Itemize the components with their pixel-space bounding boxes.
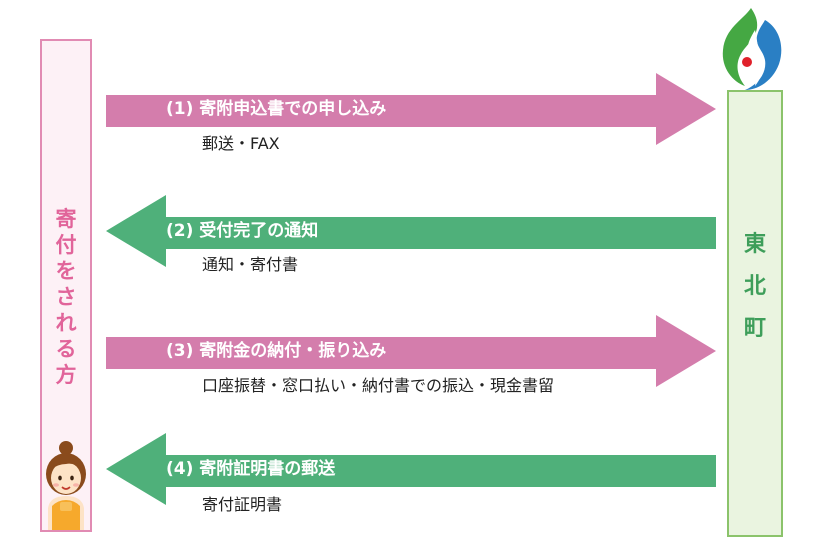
step-4-sub: 寄付証明書 <box>202 495 283 514</box>
donor-label: 寄付をされる方 <box>42 209 90 391</box>
step-4-label: (4) 寄附証明書の郵送 <box>166 459 336 479</box>
arrow-body <box>106 195 716 267</box>
arrow-body <box>106 73 716 145</box>
arrow-body <box>106 433 716 505</box>
town-column: 東北町 <box>727 90 783 537</box>
step-1-label: (1) 寄附申込書での申し込み <box>166 99 387 119</box>
town-label-char: 東 <box>743 232 766 257</box>
step-3-sub: 口座振替・窓口払い・納付書での振込・現金書留 <box>202 376 555 395</box>
step-1-sub: 郵送・FAX <box>202 134 280 153</box>
donor-label-char: を <box>55 259 77 283</box>
donor-label-char: 付 <box>55 233 77 257</box>
step-3-label: (3) 寄附金の納付・振り込み <box>166 341 387 361</box>
step-2-sub: 通知・寄付書 <box>202 255 299 274</box>
step-3-arrow: (3) 寄附金の納付・振り込み <box>106 315 716 387</box>
step-2-label: (2) 受付完了の通知 <box>166 221 319 241</box>
step-4-arrow: (4) 寄附証明書の郵送 <box>106 433 716 505</box>
donor-label-char: る <box>55 337 77 361</box>
arrow-left-shape <box>106 433 716 505</box>
woman-avatar-icon <box>46 441 86 530</box>
town-label-char: 北 <box>743 274 766 299</box>
town-label: 東北町 <box>729 234 781 360</box>
town-emblem-icon <box>722 8 782 90</box>
arrow-right-shape <box>106 315 716 387</box>
arrow-left-shape <box>106 195 716 267</box>
donor-label-char: れ <box>55 311 77 335</box>
arrow-right-shape <box>106 73 716 145</box>
arrow-body <box>106 315 716 387</box>
town-label-char: 町 <box>743 316 766 341</box>
donor-label-char: 方 <box>55 363 77 387</box>
donor-label-char: 寄 <box>55 207 77 231</box>
step-2-arrow: (2) 受付完了の通知 <box>106 195 716 267</box>
donor-label-char: さ <box>55 285 77 309</box>
step-1-arrow: (1) 寄附申込書での申し込み <box>106 73 716 145</box>
